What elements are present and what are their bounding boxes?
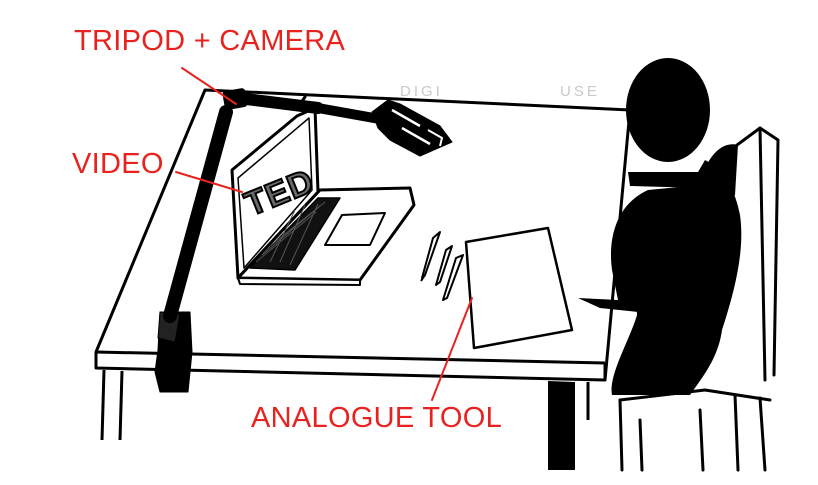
tripod-camera-label: TRIPOD + CAMERA	[74, 25, 346, 57]
bleed-text-left: DIGI	[400, 83, 443, 100]
callout-lines	[175, 67, 473, 401]
tripod-leader-line	[181, 67, 237, 105]
laptop	[230, 106, 416, 286]
bleed-text-right: USE	[560, 83, 600, 100]
video-label: VIDEO	[72, 148, 164, 180]
tripod-arm	[154, 88, 390, 393]
camera-icon	[371, 99, 453, 157]
paper-sheet	[464, 226, 574, 350]
analogue-leader-line	[431, 297, 473, 401]
video-leader-line	[175, 171, 243, 193]
pencils	[420, 231, 464, 301]
person-silhouette	[578, 58, 742, 395]
analogue-tool-label: ANALOGUE TOOL	[251, 402, 503, 434]
